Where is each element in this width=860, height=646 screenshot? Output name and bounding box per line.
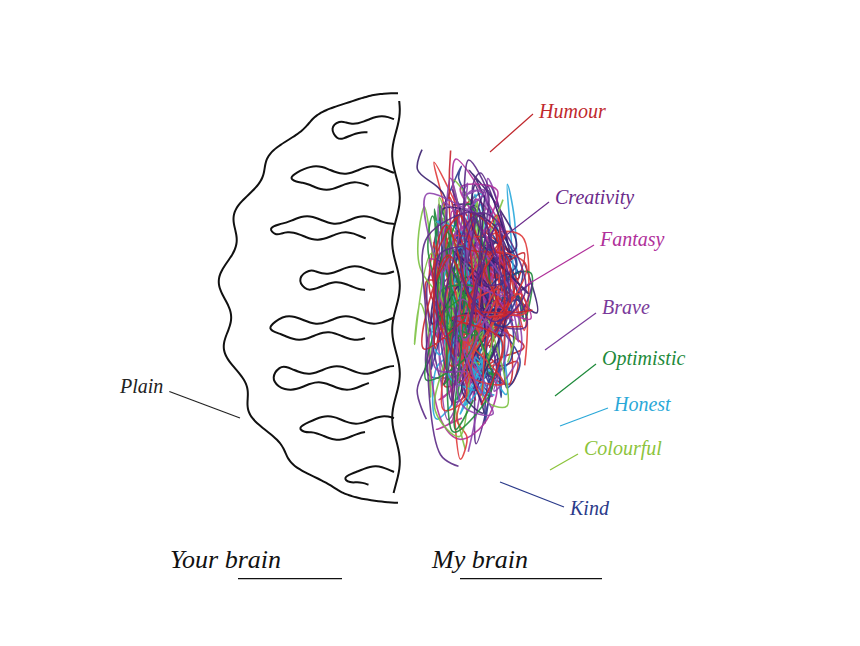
trait-label: Humour <box>537 100 608 122</box>
trait-label: Honest <box>612 393 673 415</box>
leader-line <box>490 114 533 152</box>
trait-label: Kind <box>568 497 611 519</box>
brain-fold <box>274 366 394 390</box>
underline <box>460 578 602 579</box>
leader-line <box>525 245 594 286</box>
leader-line <box>555 364 596 396</box>
brain-fold <box>333 116 394 139</box>
caption-label: Your brain <box>168 546 283 575</box>
scribble <box>422 160 526 466</box>
leader-line <box>550 454 578 470</box>
trait-label: Creativity <box>553 186 636 208</box>
brain-fold <box>292 166 394 189</box>
brain-fold <box>271 216 394 239</box>
leader-line <box>500 482 564 507</box>
trait-label: Brave <box>600 296 652 318</box>
trait-label: Optimistic <box>600 347 687 369</box>
brain-fold <box>300 416 394 439</box>
brain-outline <box>219 93 398 503</box>
brain-fold <box>300 266 394 290</box>
underline <box>238 578 342 579</box>
trait-label: Colourful <box>582 437 664 459</box>
leader-line <box>545 313 596 350</box>
leader-line <box>560 408 608 426</box>
brain-fold <box>270 316 394 339</box>
leader-line <box>505 202 549 236</box>
trait-label: Plain <box>118 375 165 397</box>
trait-label: Fantasy <box>598 228 666 250</box>
caption-label: My brain <box>430 546 530 575</box>
brain-midline <box>392 101 400 493</box>
brain-fold <box>345 466 394 484</box>
leader-line <box>169 392 240 419</box>
